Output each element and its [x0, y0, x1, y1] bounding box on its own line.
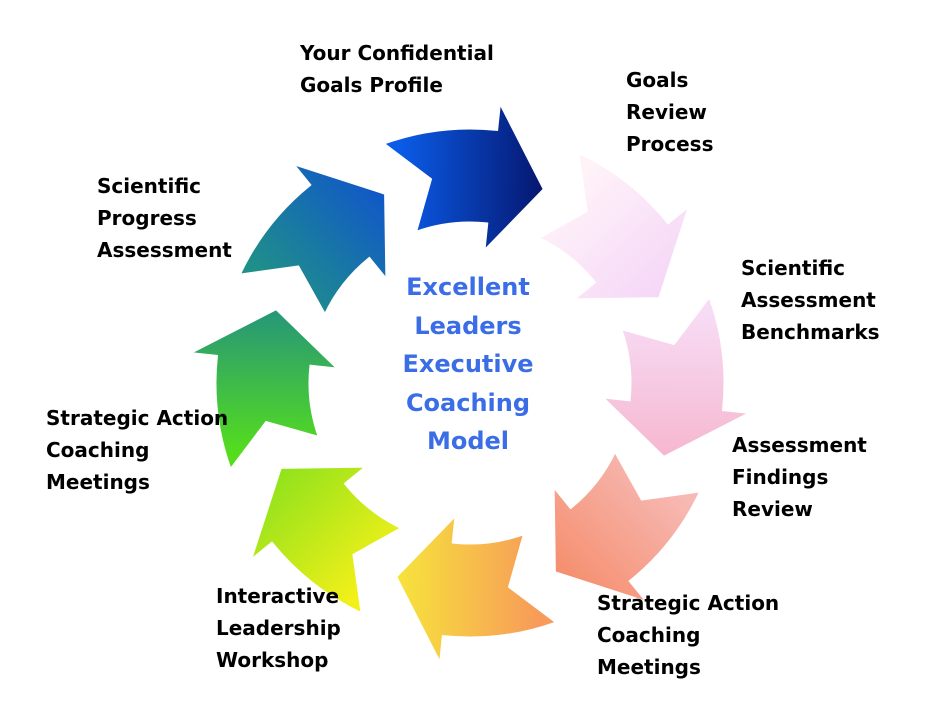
step-label-line: Process	[626, 132, 714, 156]
step-label-line: Meetings	[46, 470, 150, 494]
step-label-goals-review: Goals Review Process	[626, 64, 714, 160]
cycle-arrow-assessment-benchmarks	[597, 292, 757, 460]
step-label-line: Strategic Action	[46, 406, 229, 430]
step-label-line: Goals Profile	[300, 73, 443, 97]
model-title-line: Coaching	[405, 388, 531, 417]
step-label-line: Strategic Action	[597, 591, 780, 615]
step-label-assessment-benchmarks: Scientific Assessment Benchmarks	[741, 252, 880, 348]
step-label-line: Assessment	[732, 433, 867, 457]
step-label-leadership-workshop: Interactive Leadership Workshop	[216, 580, 341, 676]
step-label-line: Workshop	[216, 648, 329, 672]
step-label-line: Benchmarks	[741, 320, 880, 344]
step-label-findings-review: Assessment Findings Review	[732, 429, 867, 525]
step-label-line: Coaching	[597, 623, 701, 647]
cycle-arrow-goals-review	[534, 149, 693, 302]
step-label-goals-profile: Your Confidential Goals Profile	[300, 37, 494, 101]
step-label-progress-assessment: Scientific Progress Assessment	[97, 170, 232, 266]
step-label-line: Leadership	[216, 616, 341, 640]
step-label-line: Meetings	[597, 655, 701, 679]
step-label-line: Progress	[97, 206, 197, 230]
step-label-line: Review	[626, 100, 707, 124]
cycle-arrow-strategic-action-right	[393, 510, 561, 670]
step-label-strategic-action-right: Strategic Action Coaching Meetings	[597, 587, 779, 683]
model-title: Excellent Leaders Executive Coaching Mod…	[368, 268, 568, 461]
step-label-line: Assessment	[97, 238, 232, 262]
step-label-line: Your Confidential	[300, 41, 494, 65]
cycle-arrow-goals-profile	[379, 96, 547, 256]
cycle-arrow-progress-assessment	[236, 160, 389, 319]
step-label-line: Review	[732, 497, 813, 521]
step-label-line: Coaching	[46, 438, 150, 462]
cycle-arrow-leadership-workshop	[247, 464, 406, 617]
step-label-line: Scientific	[741, 256, 846, 280]
step-label-line: Assessment	[741, 288, 876, 312]
step-label-strategic-action-left: Strategic Action Coaching Meetings	[46, 402, 228, 498]
cycle-arrow-findings-review	[551, 447, 704, 606]
cycle-arrow-strategic-action-left	[183, 306, 343, 474]
model-title-line: Model	[426, 427, 510, 455]
model-title-line: Executive	[402, 350, 534, 378]
step-label-line: Goals	[626, 68, 689, 92]
step-label-line: Scientific	[97, 174, 202, 198]
step-label-line: Interactive	[216, 584, 340, 608]
model-title-line: Leaders	[414, 311, 522, 340]
step-label-line: Findings	[732, 465, 829, 489]
model-title-line: Excellent	[406, 273, 530, 301]
